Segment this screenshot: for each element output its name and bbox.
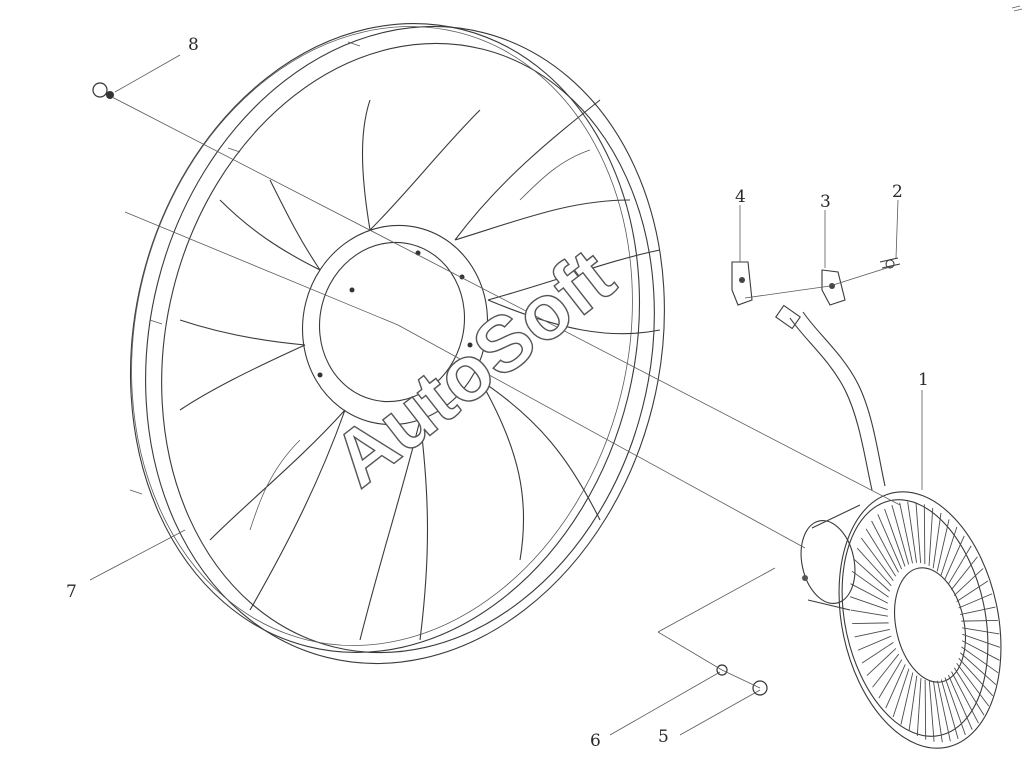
clutch-fin bbox=[944, 535, 965, 580]
clutch-fin bbox=[853, 558, 890, 592]
clutch-fin bbox=[960, 652, 997, 686]
corner-mark bbox=[1011, 5, 1023, 12]
clutch-fin bbox=[958, 657, 994, 697]
clutch-fin bbox=[866, 648, 897, 676]
leader-lines bbox=[89, 54, 923, 736]
clutch-fin bbox=[924, 679, 927, 740]
clutch-fin bbox=[885, 664, 906, 709]
clutch-fin bbox=[865, 528, 897, 577]
sensor-harness bbox=[775, 304, 886, 491]
clutch-fin bbox=[907, 501, 917, 563]
clutch-fin bbox=[872, 653, 900, 688]
clutch-fin bbox=[962, 633, 1000, 648]
clutch-fin bbox=[871, 520, 899, 573]
clutch-fin bbox=[956, 580, 989, 603]
callout-3: 3 bbox=[820, 192, 831, 212]
clutch-fin bbox=[940, 679, 959, 740]
clutch-fin bbox=[937, 680, 951, 742]
clutch-fin bbox=[936, 519, 950, 572]
clutch-fin bbox=[944, 677, 966, 736]
clutch-fin bbox=[878, 659, 903, 699]
washer-part-6 bbox=[716, 664, 728, 676]
clutch-fin bbox=[953, 667, 985, 716]
clutch-fin bbox=[892, 668, 910, 718]
clutch-fin bbox=[915, 502, 922, 564]
clutch-fin bbox=[932, 512, 942, 569]
clutch-fin bbox=[851, 570, 889, 598]
clutch-fin bbox=[961, 640, 1000, 661]
clutch-fin bbox=[877, 514, 903, 570]
clutch-fin bbox=[850, 583, 889, 604]
clutch-fin bbox=[850, 596, 888, 611]
clutch-fin bbox=[923, 504, 926, 565]
clutch-fin bbox=[884, 508, 906, 567]
clutch-fin bbox=[933, 681, 943, 743]
callout-8: 8 bbox=[188, 35, 199, 55]
clutch-fin bbox=[962, 627, 1000, 635]
nut-part-5 bbox=[752, 680, 768, 696]
callout-6: 6 bbox=[590, 731, 601, 751]
clutch-fin bbox=[856, 547, 892, 587]
clutch-fin bbox=[850, 609, 888, 617]
callout-4: 4 bbox=[735, 187, 746, 207]
clutch-fin bbox=[960, 606, 996, 615]
screw-part-2 bbox=[879, 257, 901, 269]
callout-5: 5 bbox=[658, 727, 669, 747]
fan-clutch bbox=[800, 491, 1002, 749]
clutch-fin bbox=[950, 556, 978, 591]
clutch-cooling-fins bbox=[850, 501, 1000, 743]
callout-2: 2 bbox=[892, 182, 903, 202]
clutch-fin bbox=[928, 680, 935, 742]
clutch-fin bbox=[852, 622, 889, 624]
clutch-fin bbox=[899, 502, 913, 564]
clutch-fin bbox=[951, 671, 979, 724]
clutch-fin bbox=[860, 537, 894, 582]
clutch-fin bbox=[928, 507, 934, 566]
callout-labels: 1 2 3 4 5 6 7 8 bbox=[66, 35, 929, 751]
clutch-fin bbox=[891, 504, 910, 565]
clutch-fin bbox=[854, 629, 890, 638]
fan-blades bbox=[179, 99, 661, 641]
clutch-fin bbox=[961, 620, 998, 622]
clutch-fin bbox=[953, 568, 984, 596]
assembly-axis-lines bbox=[111, 96, 901, 689]
clutch-fin bbox=[861, 641, 894, 664]
bracket-part-3 bbox=[821, 269, 846, 306]
clip-part-4 bbox=[731, 261, 753, 306]
clutch-fin bbox=[947, 545, 972, 585]
watermark-text: AutoSoft bbox=[316, 231, 630, 503]
bolt-part-8 bbox=[92, 82, 114, 99]
clutch-fin bbox=[940, 526, 958, 576]
clutch-fin bbox=[958, 593, 993, 609]
clutch-fin bbox=[956, 662, 990, 707]
fan-blade-ring bbox=[129, 23, 665, 665]
clutch-fin bbox=[947, 674, 973, 730]
clutch-fin bbox=[908, 675, 918, 732]
clutch-fin bbox=[900, 672, 914, 725]
clutch-fin bbox=[961, 646, 999, 674]
callout-1: 1 bbox=[918, 370, 929, 390]
clutch-fin bbox=[857, 635, 892, 651]
clutch-fin bbox=[916, 678, 922, 737]
callout-7: 7 bbox=[66, 582, 77, 602]
